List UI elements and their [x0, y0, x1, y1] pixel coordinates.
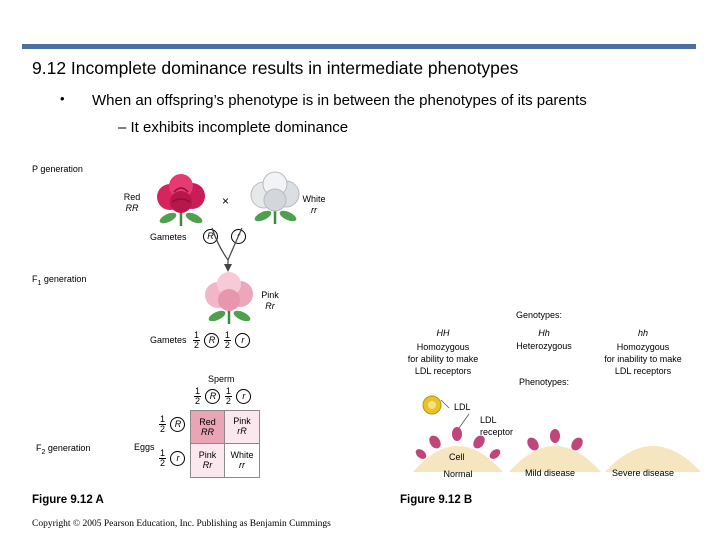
- punnett-square: Red RR Pink rR Pink Rr White rr: [190, 410, 260, 478]
- ldl-receptor-illustration: [413, 399, 701, 472]
- pink-flower-illustration: [205, 272, 253, 324]
- ldl-particle: [422, 395, 442, 415]
- ldl-receptor: [473, 435, 485, 449]
- figure-b-caption: Figure 9.12 B: [400, 494, 473, 506]
- genotype-Hh: Hh: [538, 328, 550, 338]
- slide-title: 9.12 Incomplete dominance results in int…: [32, 58, 519, 78]
- phenotype-normal: Normal: [443, 469, 473, 479]
- white-genotype-label: rr: [311, 205, 317, 215]
- f1-gamete-allele-r: r: [235, 333, 251, 348]
- eggs-label: Eggs: [134, 442, 155, 452]
- ldl-receptor: [452, 427, 462, 441]
- bullet-point-2: – It exhibits incomplete dominance: [118, 119, 349, 136]
- ldl-receptor: [489, 449, 501, 459]
- f2-generation-label: F2 generation: [36, 443, 91, 456]
- sperm-label: Sperm: [208, 374, 235, 384]
- egg-allele-r: r: [170, 451, 186, 466]
- genotype-Hh-description: Heterozygous: [516, 341, 572, 351]
- ldl-receptor: [415, 449, 427, 459]
- severe-disease-cell: [605, 446, 701, 472]
- ldl-receptor-label: LDL receptor: [480, 415, 514, 437]
- sperm-allele-r: r: [236, 389, 252, 404]
- ldl-receptor: [550, 429, 560, 443]
- pink-phenotype-label: Pink: [261, 290, 279, 300]
- white-phenotype-label: White: [302, 194, 326, 204]
- bullet-text-1: When an offspring’s phenotype is in betw…: [92, 92, 587, 109]
- red-phenotype-label: Red: [123, 192, 141, 202]
- ldl-receptor: [429, 435, 441, 449]
- f1-gamete-allele-R: R: [204, 333, 220, 348]
- punnett-cell-rR: Pink rR: [225, 411, 259, 444]
- copyright-notice: Copyright © 2005 Pearson Education, Inc.…: [32, 519, 331, 529]
- phenotype-severe-disease: Severe disease: [611, 468, 675, 478]
- mild-disease-cell: [509, 446, 601, 472]
- cell-label: Cell: [449, 452, 465, 462]
- red-flower-illustration: [157, 174, 205, 226]
- normal-cell: [413, 446, 503, 472]
- bullet-dot: •: [60, 91, 65, 106]
- white-flower-illustration: [250, 171, 300, 224]
- title-rule: [22, 44, 696, 49]
- genotype-HH: HH: [436, 328, 450, 338]
- egg-allele-R: R: [170, 417, 186, 432]
- pink-genotype-label: Rr: [265, 301, 275, 311]
- sperm-allele-R: R: [205, 389, 221, 404]
- cross-arrows: [211, 227, 243, 272]
- genotype-hh: hh: [637, 328, 648, 338]
- p-generation-label: P generation: [32, 164, 83, 174]
- punnett-cell-RR: Red RR: [191, 411, 225, 444]
- red-genotype-label: RR: [125, 203, 139, 213]
- ldl-receptor: [527, 437, 539, 451]
- f1-gametes-label: Gametes: [150, 335, 187, 345]
- figure-a-caption: Figure 9.12 A: [32, 494, 104, 506]
- punnett-cell-Rr: Pink Rr: [191, 444, 225, 477]
- f1-generation-label: F1 generation: [32, 274, 87, 287]
- p-gametes-label: Gametes: [150, 232, 187, 242]
- cross-symbol: ×: [222, 194, 230, 208]
- genotypes-header: Genotypes:: [516, 310, 563, 320]
- phenotype-mild-disease: Mild disease: [524, 468, 576, 478]
- ldl-receptor: [571, 437, 583, 451]
- ldl-label: LDL: [454, 402, 471, 412]
- punnett-cell-rr: White rr: [225, 444, 259, 477]
- phenotypes-header: Phenotypes:: [519, 377, 570, 387]
